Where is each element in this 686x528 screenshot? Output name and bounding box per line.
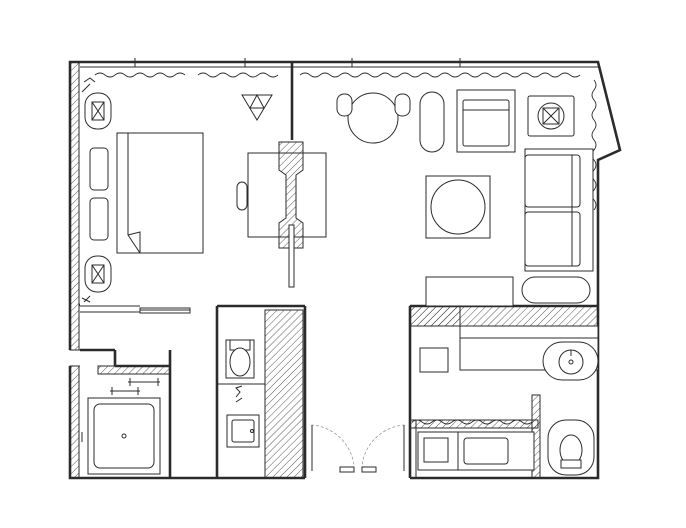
column-icon xyxy=(278,141,304,288)
tv-console-icon xyxy=(425,276,591,307)
washroom-curtain xyxy=(411,419,533,425)
pillow-icon xyxy=(89,147,109,241)
shower-fixtures xyxy=(110,378,160,395)
lamp-cable-top xyxy=(81,77,96,93)
lamp-icon-lower xyxy=(84,255,112,293)
armchair-icon xyxy=(456,89,516,153)
dining-table-icon xyxy=(336,92,411,144)
door-icon xyxy=(311,424,405,473)
stove-icon xyxy=(419,347,449,373)
toilet-icon-right xyxy=(547,419,595,476)
left-lower-wall-hatch xyxy=(69,365,80,479)
curtains xyxy=(94,72,597,211)
shower-icon xyxy=(81,397,161,475)
bathroom-sink-icon xyxy=(226,385,260,448)
washroom-fixtures xyxy=(415,420,535,478)
sofa-icon xyxy=(524,148,594,272)
shower-wall-hatch xyxy=(97,365,171,375)
top-windows xyxy=(80,58,598,68)
shaft-hatch xyxy=(264,309,304,479)
left-wall-hatch xyxy=(69,61,80,351)
toilet-icon xyxy=(225,339,255,379)
lamp-cable-bottom xyxy=(81,295,91,303)
side-table-icon xyxy=(527,95,575,137)
ottoman-icon xyxy=(419,91,445,153)
tree-icon xyxy=(241,93,273,121)
lamp-icon xyxy=(84,92,112,130)
kitchen-wall-hatch-left xyxy=(409,305,461,327)
coffee-table-icon xyxy=(425,175,491,239)
bed-icon xyxy=(116,132,204,254)
sink-icon xyxy=(542,341,599,381)
